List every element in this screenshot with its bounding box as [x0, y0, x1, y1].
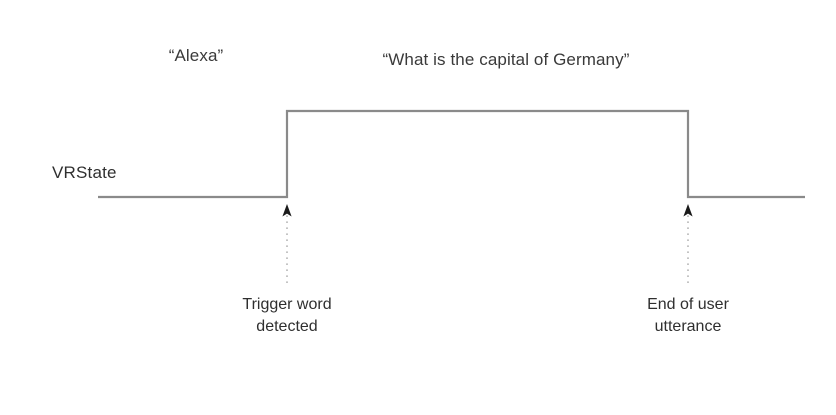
utterance-label-trigger-word: “Alexa”	[168, 46, 224, 65]
event-label-end-of-utterance-line1: End of user	[647, 296, 729, 313]
event-label-trigger-word: Trigger word detected	[187, 294, 387, 338]
signal-name-label: VRState	[52, 163, 117, 182]
event-label-end-of-utterance: End of user utterance	[588, 294, 788, 338]
event-label-end-of-utterance-line2: utterance	[654, 318, 722, 335]
up-arrow-icon-left	[282, 204, 292, 217]
event-label-trigger-word-line1: Trigger word	[242, 296, 332, 313]
event-marker-end-of-utterance	[683, 204, 693, 283]
event-label-trigger-word-line2: detected	[256, 318, 318, 335]
event-marker-trigger-word	[282, 204, 292, 283]
vrstate-waveform-line	[98, 109, 805, 199]
up-arrow-icon-right	[683, 204, 693, 217]
utterance-label-user-query: “What is the capital of Germany”	[382, 50, 630, 69]
